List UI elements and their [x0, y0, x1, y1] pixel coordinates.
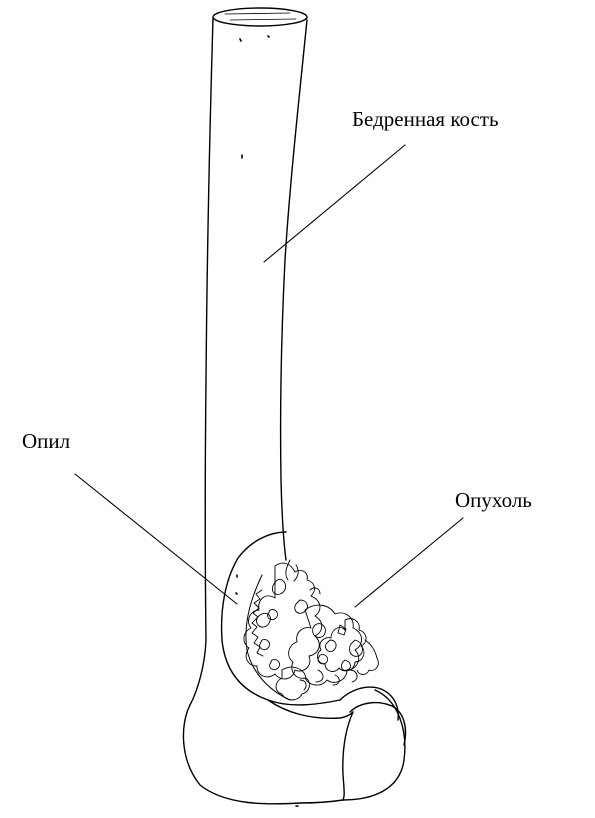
femur-condyle-outline [343, 690, 405, 800]
leader-lines [75, 145, 463, 607]
cut-leader-line [75, 474, 237, 604]
tumor-mass [244, 560, 378, 700]
femur-leader-line [264, 145, 405, 262]
femur-shaft-right-edge [281, 20, 307, 560]
condyle-lobe-front [350, 703, 406, 745]
cut-inner-edge [246, 575, 290, 700]
femur-surface-specks [236, 36, 298, 806]
condyle-inner-line [343, 712, 353, 800]
tumor-leader-line [355, 518, 463, 607]
cut-label: Опил [22, 431, 70, 452]
femur-top-opening [213, 8, 307, 26]
femur-label: Бедренная кость [352, 109, 499, 130]
femur-top-rim-hatch [225, 13, 296, 20]
femur-shaft-left-edge [183, 18, 343, 804]
tumor-label: Опухоль [455, 490, 532, 511]
